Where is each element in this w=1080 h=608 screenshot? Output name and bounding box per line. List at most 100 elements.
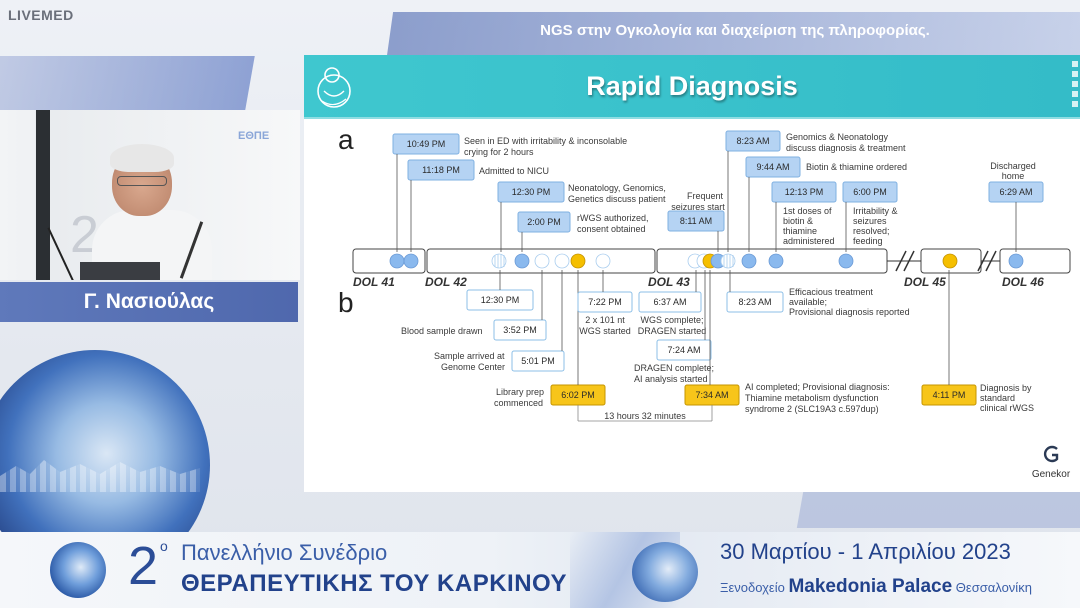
event-description: Neonatology, Genomics,	[568, 183, 666, 193]
speaker-name-bar: Γ. Νασιούλας	[0, 282, 298, 322]
event-time: 10:49 PM	[407, 139, 446, 149]
header-edge-decoration	[1072, 61, 1078, 111]
speaker-name: Γ. Νασιούλας	[83, 290, 215, 313]
conference-banner: 2 o Πανελλήνιο Συνέδριο ΘΕΡΑΠΕΥΤΙΚΗΣ ΤΟΥ…	[0, 532, 1080, 608]
event-box-722pm	[577, 291, 633, 313]
event-time: 5:01 PM	[521, 356, 555, 366]
laptop	[80, 262, 160, 280]
event-description: home	[1002, 171, 1025, 181]
genekor-logo-text: Genekor	[1031, 469, 1071, 480]
timeline-break-1	[887, 250, 921, 272]
event-box-1049pm	[392, 133, 460, 155]
event-dot	[838, 253, 854, 269]
event-time: 6:29 AM	[999, 187, 1032, 197]
event-description: Blood sample drawn	[401, 326, 483, 336]
event-description: Discharged	[990, 161, 1036, 171]
event-dot	[534, 253, 550, 269]
event-description: AI analysis started	[634, 374, 708, 384]
conference-name-line2: ΘΕΡΑΠΕΥΤΙΚΗΣ ΤΟΥ ΚΑΡΚΙΝΟΥ	[181, 570, 568, 597]
day-label-dol45: DOL 45	[904, 275, 946, 289]
event-description: Library prep	[496, 387, 544, 397]
event-description: rWGS authorized,	[577, 213, 649, 223]
event-time: 12:13 PM	[785, 187, 824, 197]
day-label-dol46: DOL 46	[1002, 275, 1044, 289]
speaker-video: 2 ΕΘΠΕ	[0, 110, 300, 280]
conference-name-line1: Πανελλήνιο Συνέδριο	[181, 540, 388, 565]
event-description: discuss diagnosis & treatment	[786, 143, 906, 153]
event-dot	[1008, 253, 1024, 269]
rapid-diagnosis-timeline: a b DOL 41 DOL 42 DOL 43 DOL 45 DOL 46	[338, 124, 1071, 422]
conference-date: 30 Μαρτίου - 1 Απριλίου 2023	[720, 539, 1011, 564]
event-box-823am-b	[726, 291, 784, 313]
event-box-600pm	[842, 181, 898, 203]
event-time: 12:30 PM	[512, 187, 551, 197]
conference-ordinal: o	[160, 538, 168, 554]
event-box-501pm	[511, 350, 565, 372]
event-description: commenced	[494, 398, 543, 408]
event-description: clinical rWGS	[980, 403, 1034, 413]
event-time: 12:30 PM	[481, 295, 520, 305]
event-time: 7:34 AM	[695, 390, 728, 400]
event-description: standard	[980, 393, 1015, 403]
conference-venue: Ξενοδοχείο Makedonia Palace Θεσσαλονίκη	[720, 576, 1032, 598]
event-box-637am	[638, 291, 702, 313]
event-box-724am	[656, 339, 712, 361]
event-time: 6:02 PM	[561, 390, 595, 400]
event-time: 8:11 AM	[680, 216, 712, 226]
event-description: Biotin & thiamine ordered	[806, 162, 907, 172]
event-description: AI completed; Provisional diagnosis:	[745, 382, 890, 392]
event-description: available;	[789, 297, 827, 307]
event-dot	[768, 253, 784, 269]
background-band-right	[796, 492, 1080, 528]
event-description: Frequent	[687, 191, 724, 201]
event-box-1118pm	[407, 159, 475, 181]
speaker-glasses	[117, 176, 167, 186]
genekor-logo-icon	[1043, 445, 1059, 463]
venue-name: Makedonia Palace	[788, 576, 953, 597]
day-label-dol41: DOL 41	[353, 275, 395, 289]
event-dot	[741, 253, 757, 269]
background-band-left	[0, 56, 255, 110]
event-description: Sample arrived at	[434, 351, 505, 361]
panel-label-b: b	[338, 287, 354, 318]
slide-header	[304, 55, 1080, 119]
backdrop-logo: ΕΘΠΕ	[238, 130, 270, 142]
event-description: Genomics & Neonatology	[786, 132, 889, 142]
event-time: 7:24 AM	[667, 345, 700, 355]
hatch-pattern	[494, 254, 505, 268]
event-description: Genome Center	[441, 362, 505, 372]
hatch-pattern	[723, 254, 734, 268]
event-description: WGS started	[579, 326, 631, 336]
event-description: WGS complete;	[640, 315, 703, 325]
presentation-slide: Rapid Diagnosis a b DOL 41 DOL 42 DOL 43…	[304, 55, 1080, 492]
event-description: syndrome 2 (SLC19A3 c.597dup)	[745, 404, 879, 414]
event-description: Efficacious treatment	[789, 287, 873, 297]
event-description: consent obtained	[577, 224, 646, 234]
event-description: seizures start	[671, 202, 725, 212]
event-dot	[514, 253, 530, 269]
event-box-200pm	[517, 211, 571, 233]
video-door-frame	[36, 110, 50, 280]
event-time: 6:00 PM	[853, 187, 887, 197]
duration-bracket	[577, 405, 713, 422]
genekor-logo: Genekor	[1024, 445, 1078, 480]
event-description: crying for 2 hours	[464, 147, 534, 157]
event-box-1213pm	[771, 181, 837, 203]
brand-logo: LIVEMED	[8, 7, 74, 23]
event-description: resolved;	[853, 226, 890, 236]
event-dot-highlight	[942, 253, 958, 269]
event-time: 9:44 AM	[756, 162, 789, 172]
event-description: Provisional diagnosis reported	[789, 307, 910, 317]
event-dot	[389, 253, 405, 269]
event-box-944am	[745, 156, 801, 178]
venue-prefix: Ξενοδοχείο	[720, 580, 785, 595]
day-label-dol42: DOL 42	[425, 275, 467, 289]
event-description: seizures	[853, 216, 887, 226]
event-description: DRAGEN started	[638, 326, 707, 336]
event-description: Diagnosis by	[980, 383, 1032, 393]
event-description: thiamine	[783, 226, 817, 236]
event-time: 7:22 PM	[588, 297, 622, 307]
speaker-hair	[110, 144, 174, 172]
duration-label: 13 hours 32 minutes	[604, 411, 686, 421]
event-dot	[595, 253, 611, 269]
